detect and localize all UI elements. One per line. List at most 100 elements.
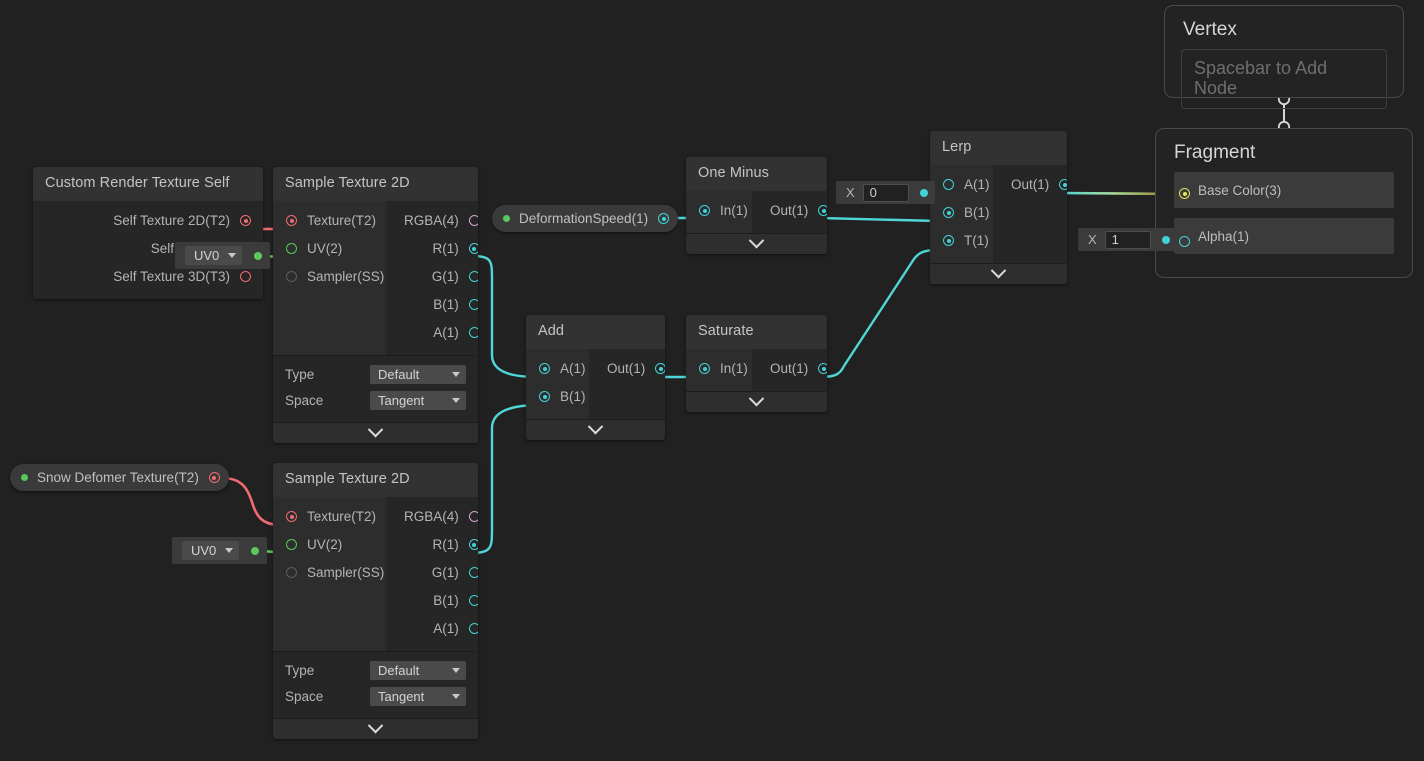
port-uv-in[interactable] <box>286 539 297 550</box>
output-slot-out[interactable]: Out(1) <box>752 355 827 383</box>
output-slot-b[interactable]: B(1) <box>386 291 478 319</box>
port-b-in[interactable] <box>539 391 550 402</box>
uv-dropdown-bottom-block[interactable]: UV0 <box>172 537 268 564</box>
input-slot-a[interactable]: A(1) <box>526 355 589 383</box>
node-collapse-toggle[interactable] <box>526 418 665 440</box>
output-slot-g[interactable]: G(1) <box>386 263 478 291</box>
block-alpha[interactable]: Alpha(1) <box>1174 218 1394 254</box>
property-snow-deformer-texture[interactable]: Snow Defomer Texture(T2) <box>10 464 229 491</box>
master-stack-vertex[interactable]: Vertex Spacebar to Add Node <box>1164 5 1404 109</box>
input-slot-texture[interactable]: Texture(T2) <box>273 503 386 531</box>
setting-dropdown-space[interactable]: Tangent <box>370 687 466 706</box>
alpha-output-dot[interactable] <box>1161 235 1170 244</box>
port-out[interactable] <box>655 363 665 374</box>
input-slot-t[interactable]: T(1) <box>930 227 993 255</box>
port-base-color-in[interactable] <box>1179 188 1190 199</box>
port-self-texture-3d[interactable] <box>240 271 251 282</box>
master-stack-fragment[interactable]: Fragment Base Color(3) Alpha(1) <box>1155 128 1413 278</box>
lerp-a-output-dot[interactable] <box>919 188 928 197</box>
node-custom-render-texture-self[interactable]: Custom Render Texture Self Self Texture … <box>33 167 263 299</box>
uv-dropdown-bottom-output-dot[interactable] <box>251 546 260 555</box>
port-property-out[interactable] <box>658 213 670 224</box>
setting-dropdown-type[interactable]: Default <box>370 661 466 680</box>
node-add[interactable]: Add A(1) B(1) Out(1) <box>526 315 665 440</box>
port-in[interactable] <box>699 363 710 374</box>
input-slot-in[interactable]: In(1) <box>686 197 752 225</box>
port-g-out[interactable] <box>468 567 478 578</box>
output-slot-r[interactable]: R(1) <box>386 235 478 263</box>
port-texture-in[interactable] <box>286 215 297 226</box>
port-texture-in[interactable] <box>286 511 297 522</box>
output-slot-out[interactable]: Out(1) <box>589 355 665 383</box>
lerp-a-float-field[interactable]: X 0 <box>836 181 935 204</box>
uv-dropdown-top[interactable]: UV0 <box>185 246 243 265</box>
port-t-in[interactable] <box>943 235 954 246</box>
port-out[interactable] <box>818 363 827 374</box>
input-slot-b[interactable]: B(1) <box>930 199 993 227</box>
port-a-in[interactable] <box>539 363 550 374</box>
node-sample-texture-2d-top[interactable]: Sample Texture 2D Texture(T2) UV(2) Samp… <box>273 167 478 443</box>
input-slot-sampler[interactable]: Sampler(SS) <box>273 263 386 291</box>
node-collapse-toggle[interactable] <box>273 717 478 739</box>
output-slot-g[interactable]: G(1) <box>386 559 478 587</box>
port-a-out[interactable] <box>468 623 478 634</box>
output-slot-self-texture-3d[interactable]: Self Texture 3D(T3) <box>33 263 263 291</box>
input-slot-uv[interactable]: UV(2) <box>273 235 386 263</box>
input-slot-a[interactable]: A(1) <box>930 171 993 199</box>
port-rgba-out[interactable] <box>468 215 478 226</box>
uv-dropdown-top-output-dot[interactable] <box>254 251 263 260</box>
vertex-add-node-placeholder[interactable]: Spacebar to Add Node <box>1181 49 1387 109</box>
setting-dropdown-space[interactable]: Tangent <box>370 391 466 410</box>
port-rgba-out[interactable] <box>468 511 478 522</box>
node-lerp[interactable]: Lerp A(1) B(1) T(1) Out(1) <box>930 131 1067 284</box>
port-out[interactable] <box>818 205 827 216</box>
output-slot-a[interactable]: A(1) <box>386 615 478 643</box>
port-in[interactable] <box>699 205 710 216</box>
port-r-out[interactable] <box>468 243 478 254</box>
output-slot-out[interactable]: Out(1) <box>752 197 827 225</box>
port-b-out[interactable] <box>468 299 478 310</box>
setting-dropdown-type[interactable]: Default <box>370 365 466 384</box>
input-slot-sampler[interactable]: Sampler(SS) <box>273 559 386 587</box>
input-slot-texture[interactable]: Texture(T2) <box>273 207 386 235</box>
port-sampler-in[interactable] <box>286 271 297 282</box>
node-one-minus[interactable]: One Minus In(1) Out(1) <box>686 157 827 254</box>
input-slot-uv[interactable]: UV(2) <box>273 531 386 559</box>
port-out[interactable] <box>1059 179 1067 190</box>
output-slot-rgba[interactable]: RGBA(4) <box>386 503 478 531</box>
port-alpha-in[interactable] <box>1179 236 1190 247</box>
node-collapse-toggle[interactable] <box>686 390 827 412</box>
input-slot-in[interactable]: In(1) <box>686 355 752 383</box>
port-property-out[interactable] <box>208 472 220 483</box>
input-slot-b[interactable]: B(1) <box>526 383 589 411</box>
port-g-out[interactable] <box>468 271 478 282</box>
port-sampler-in[interactable] <box>286 567 297 578</box>
node-collapse-toggle[interactable] <box>930 262 1067 284</box>
uv-dropdown-top-block[interactable]: UV0 <box>175 242 271 269</box>
output-slot-r[interactable]: R(1) <box>386 531 478 559</box>
port-b-out[interactable] <box>468 595 478 606</box>
output-slot-rgba[interactable]: RGBA(4) <box>386 207 478 235</box>
alpha-float-field[interactable]: X 1 <box>1078 228 1177 251</box>
output-slot-b[interactable]: B(1) <box>386 587 478 615</box>
port-uv-in[interactable] <box>286 243 297 254</box>
node-collapse-toggle[interactable] <box>273 421 478 443</box>
property-deformation-speed[interactable]: DeformationSpeed(1) <box>492 205 679 232</box>
alpha-value-input[interactable]: 1 <box>1104 230 1151 249</box>
uv-dropdown-bottom[interactable]: UV0 <box>182 541 240 560</box>
output-slot-out[interactable]: Out(1) <box>993 171 1067 199</box>
port-self-texture-2d[interactable] <box>240 215 251 226</box>
output-slot-a[interactable]: A(1) <box>386 319 478 347</box>
port-a-in[interactable] <box>943 179 954 190</box>
node-sample-texture-2d-bottom[interactable]: Sample Texture 2D Texture(T2) UV(2) Samp… <box>273 463 478 739</box>
node-saturate[interactable]: Saturate In(1) Out(1) <box>686 315 827 412</box>
block-base-color[interactable]: Base Color(3) <box>1174 172 1394 208</box>
output-slot-self-texture-2d[interactable]: Self Texture 2D(T2) <box>33 207 263 235</box>
port-a-out[interactable] <box>468 327 478 338</box>
node-title: Sample Texture 2D <box>273 167 478 201</box>
port-r-out[interactable] <box>468 539 478 550</box>
node-collapse-toggle[interactable] <box>686 232 827 254</box>
lerp-a-value-input[interactable]: 0 <box>862 183 909 202</box>
port-b-in[interactable] <box>943 207 954 218</box>
